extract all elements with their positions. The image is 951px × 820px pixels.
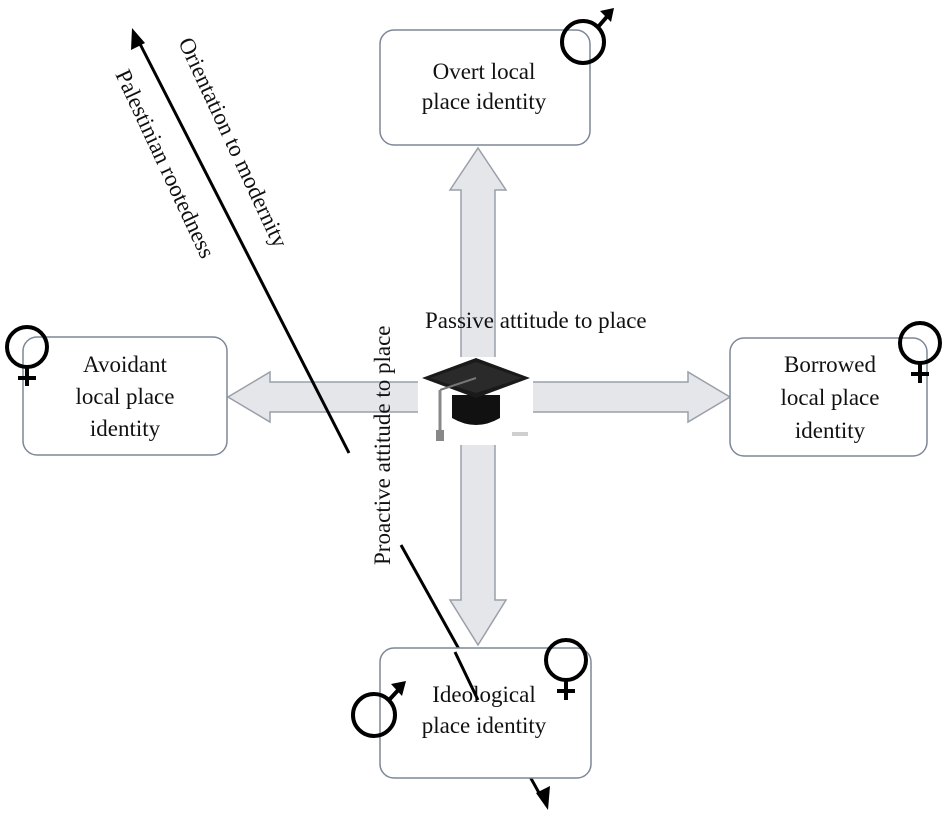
diagonal-arrowhead-top <box>131 28 145 50</box>
box-avoidant-line-1: Avoidant <box>83 352 168 377</box>
box-ideological-line-1: Ideological <box>432 682 535 707</box>
male-icon <box>351 681 406 738</box>
box-borrowed: Borrowed local place identity <box>729 337 928 457</box>
box-avoidant-line-2: local place <box>76 384 175 409</box>
box-borrowed-line-1: Borrowed <box>784 352 876 377</box>
box-ideological-line-2: place identity <box>422 713 547 738</box>
box-overt: Overt local place identity <box>379 29 591 146</box>
vertical-axis-label: Proactive attitude to place <box>370 326 395 566</box>
box-borrowed-line-3: identity <box>795 418 866 443</box>
female-icon <box>898 321 942 383</box>
box-overt-line-2: place identity <box>422 89 547 114</box>
female-icon <box>5 325 49 386</box>
box-borrowed-line-2: local place <box>781 385 880 410</box>
box-ideological: Ideological place identity <box>379 647 592 779</box>
box-avoidant-line-3: identity <box>90 416 161 441</box>
graduation-cap-icon <box>418 357 533 445</box>
male-icon <box>560 8 614 65</box>
diagonal-line-over-box <box>453 651 480 701</box>
diagonal-arrowhead-bottom <box>536 786 550 810</box>
diagonal-line-upper <box>136 39 351 454</box>
box-overt-line-1: Overt local <box>433 59 536 84</box>
horizontal-axis-label: Passive attitude to place <box>425 308 647 333</box>
female-icon <box>544 638 588 700</box>
box-avoidant: Avoidant local place identity <box>22 336 228 456</box>
